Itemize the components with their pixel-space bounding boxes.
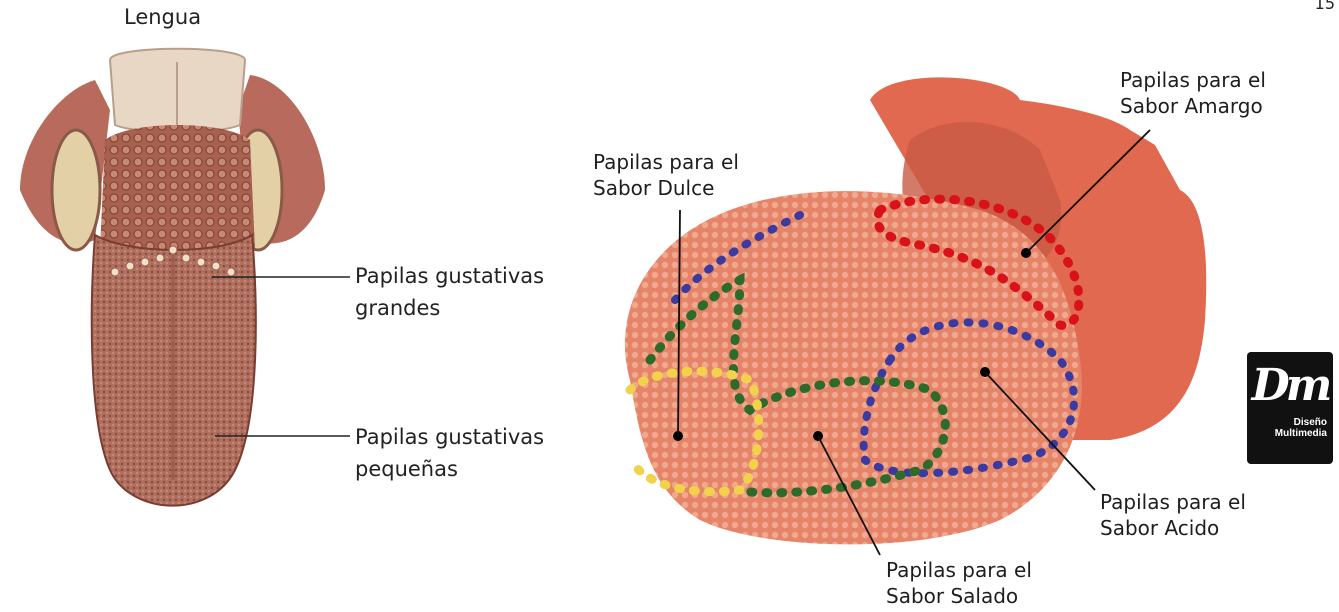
logo-subtitle-line2: Multimedia: [1275, 429, 1327, 440]
logo-initials: Dm: [1247, 360, 1333, 411]
label-bitter-line2: Sabor Amargo: [1120, 94, 1263, 119]
label-bitter-line1: Papilas para el: [1120, 68, 1266, 93]
label-large-papillae-line2: grandes: [355, 296, 440, 321]
label-large-papillae-line1: Papilas gustativas: [355, 264, 544, 289]
logo-subtitle: Diseño Multimedia: [1275, 418, 1327, 439]
label-small-papillae-line1: Papilas gustativas: [355, 425, 544, 450]
left-title: Lengua: [124, 5, 201, 30]
label-sour-line2: Sabor Acido: [1100, 516, 1219, 541]
label-salty-line2: Sabor Salado: [886, 584, 1018, 609]
label-sweet-line2: Sabor Dulce: [593, 176, 714, 201]
logo-subtitle-line1: Diseño: [1275, 418, 1327, 429]
label-salty-line1: Papilas para el: [886, 558, 1032, 583]
page-number: 15: [1315, 0, 1335, 13]
diseno-multimedia-logo: Dm Diseño Multimedia: [1247, 352, 1333, 464]
anatomical-tongue-illustration: [0, 0, 600, 612]
label-small-papillae-line2: pequeñas: [355, 457, 458, 482]
label-sweet-line1: Papilas para el: [593, 150, 739, 175]
label-sour-line1: Papilas para el: [1100, 490, 1246, 515]
